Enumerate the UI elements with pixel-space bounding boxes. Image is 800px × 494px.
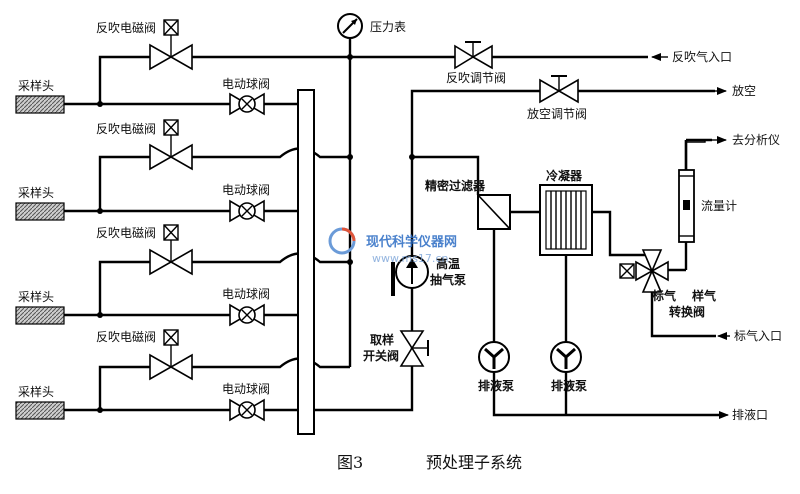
svg-text:高温: 高温 xyxy=(436,256,460,271)
backflush-solenoid-valve-1: 反吹电磁阀 xyxy=(96,19,193,71)
drain-pump-2: 排液泵 xyxy=(550,341,587,393)
svg-text:反吹调节阀: 反吹调节阀 xyxy=(446,71,506,85)
svg-text:反吹电磁阀: 反吹电磁阀 xyxy=(96,20,156,35)
electric-ball-valve-3: 电动球阀 xyxy=(222,287,270,327)
backflush-inlet-label: 反吹气入口 xyxy=(672,49,732,64)
pump-to-filter-pipe xyxy=(412,155,480,195)
backflush-regulating-valve: 反吹调节阀 xyxy=(446,41,506,85)
fine-filter: 精密过滤器 xyxy=(425,178,511,230)
svg-text:开关阀: 开关阀 xyxy=(363,348,399,363)
sampling-switch-valve: 取样 开关阀 xyxy=(363,330,429,367)
svg-text:采样头: 采样头 xyxy=(18,384,54,399)
svg-text:排液泵: 排液泵 xyxy=(478,378,514,393)
watermark: 现代科学仪器网 www.ms17.cn xyxy=(328,227,457,265)
svg-text:样气: 样气 xyxy=(692,288,716,303)
electric-ball-valve-1: 电动球阀 xyxy=(222,77,270,116)
svg-text:电动球阀: 电动球阀 xyxy=(222,382,270,396)
svg-text:现代科学仪器网: 现代科学仪器网 xyxy=(366,234,457,250)
drain-pump-1: 排液泵 xyxy=(478,341,514,393)
svg-text:冷凝器: 冷凝器 xyxy=(546,168,583,183)
condenser: 冷凝器 xyxy=(539,168,593,256)
electric-ball-valve-4: 电动球阀 xyxy=(222,382,270,422)
sampling-head-4: 采样头 xyxy=(15,384,65,420)
svg-text:采样头: 采样头 xyxy=(18,289,54,304)
std-sample-switching-valve: 标气 样气 转换阀 xyxy=(619,249,716,319)
vent-regulating-valve: 放空调节阀 xyxy=(527,75,587,121)
drain-outlet-label: 排液口 xyxy=(732,407,768,422)
sampling-head-3: 采样头 xyxy=(15,289,65,325)
flowmeter: 流量计 xyxy=(678,169,737,243)
figure-number: 图3 xyxy=(337,453,363,472)
svg-text:抽气泵: 抽气泵 xyxy=(430,272,466,287)
svg-text:转换阀: 转换阀 xyxy=(669,304,705,319)
std-gas-pipe xyxy=(650,278,716,338)
sampling-head-1: 采样头 xyxy=(15,78,65,114)
pressure-gauge: 压力表 xyxy=(337,13,406,39)
svg-text:标气: 标气 xyxy=(651,288,676,303)
backflush-solenoid-valve-4: 反吹电磁阀 xyxy=(96,329,193,381)
svg-text:采样头: 采样头 xyxy=(18,185,54,200)
manifold-outlet-pipe xyxy=(314,366,414,412)
std-gas-inlet-label: 标气入口 xyxy=(734,328,782,343)
svg-text:放空调节阀: 放空调节阀 xyxy=(527,106,587,121)
svg-text:反吹电磁阀: 反吹电磁阀 xyxy=(96,121,156,136)
electric-ball-valve-2: 电动球阀 xyxy=(222,183,270,223)
condenser-to-switch-pipe xyxy=(592,210,648,257)
high-temperature-pump: 高温 抽气泵 xyxy=(391,255,466,296)
svg-text:流量计: 流量计 xyxy=(701,199,737,213)
svg-text:电动球阀: 电动球阀 xyxy=(222,77,270,91)
svg-text:电动球阀: 电动球阀 xyxy=(222,287,270,301)
sampling-manifold xyxy=(297,89,315,435)
svg-text:反吹电磁阀: 反吹电磁阀 xyxy=(96,329,156,344)
backflush-solenoid-valve-3: 反吹电磁阀 xyxy=(96,224,193,276)
svg-text:www.ms17.cn: www.ms17.cn xyxy=(372,252,448,265)
svg-text:电动球阀: 电动球阀 xyxy=(222,183,270,197)
svg-text:压力表: 压力表 xyxy=(370,20,406,34)
sampling-head-2: 采样头 xyxy=(15,185,65,221)
backflush-solenoid-valve-2: 反吹电磁阀 xyxy=(96,119,193,171)
svg-text:精密过滤器: 精密过滤器 xyxy=(425,178,486,193)
figure-title: 预处理子系统 xyxy=(426,453,522,472)
svg-text:反吹电磁阀: 反吹电磁阀 xyxy=(96,225,156,240)
vent-label: 放空 xyxy=(732,83,756,98)
svg-text:排液泵: 排液泵 xyxy=(551,378,587,393)
to-analyzer-label: 去分析仪 xyxy=(732,133,780,147)
svg-text:取样: 取样 xyxy=(370,332,394,347)
drain-main-pipe xyxy=(492,390,720,417)
svg-text:采样头: 采样头 xyxy=(18,78,54,93)
